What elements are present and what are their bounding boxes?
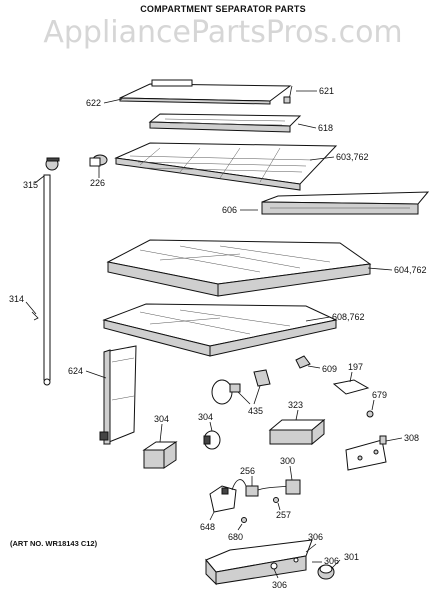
callout-323: 323 (288, 400, 303, 410)
part-304-knob (203, 421, 221, 450)
callout-648: 648 (200, 522, 215, 532)
callout-257: 257 (276, 510, 291, 520)
part-603-shelf (114, 142, 338, 191)
part-608-pan (102, 303, 338, 357)
callout-314: 314 (9, 294, 24, 304)
callout-306-top: 306 (308, 532, 323, 542)
part-323-housing (268, 409, 326, 446)
part-618-channel (148, 113, 317, 133)
part-680-screw (237, 517, 247, 531)
callout-622: 622 (86, 98, 101, 108)
part-315-rod (34, 157, 60, 386)
part-621-clip (283, 85, 317, 104)
part-300-connector (285, 465, 301, 495)
part-622-cover (103, 79, 292, 105)
part-648-control (209, 479, 247, 521)
callout-304-left: 304 (154, 414, 169, 424)
callout-435: 435 (248, 406, 263, 416)
part-679-screw (366, 399, 375, 418)
callout-304-right: 304 (198, 412, 213, 422)
callout-306-bottom: 306 (272, 580, 287, 590)
part-197-shield (332, 371, 370, 395)
callout-197: 197 (348, 362, 363, 372)
callout-618: 618 (318, 123, 333, 133)
part-606-trim (240, 191, 430, 215)
callout-624: 624 (68, 366, 83, 376)
callout-679: 679 (372, 390, 387, 400)
callout-609: 609 (322, 364, 337, 374)
callout-301: 301 (344, 552, 359, 562)
part-609-clip (295, 355, 321, 369)
part-304-block (142, 423, 178, 469)
callout-680: 680 (228, 532, 243, 542)
part-306-housing (205, 539, 322, 586)
callout-256: 256 (240, 466, 255, 476)
callout-621: 621 (319, 86, 334, 96)
watermark: AppliancePartsPros.com (43, 15, 402, 50)
part-314-pin (25, 301, 39, 321)
part-435-bulb (211, 369, 271, 405)
callout-606: 606 (222, 205, 237, 215)
part-308-bracket (345, 435, 403, 471)
callout-300: 300 (280, 456, 295, 466)
part-604-pan (106, 239, 393, 297)
art-number: (ART NO. WR18143 C12) (10, 539, 98, 548)
callout-603-762: 603,762 (336, 152, 369, 162)
callout-608-762: 608,762 (332, 312, 365, 322)
callout-306-right: 306 (324, 556, 339, 566)
part-624-duct (85, 345, 137, 445)
callout-226: 226 (90, 178, 105, 188)
part-257-screw (273, 497, 281, 511)
part-301-knob (317, 559, 341, 580)
part-226-knob (89, 154, 108, 178)
diagram-title: COMPARTMENT SEPARATOR PARTS (140, 4, 306, 14)
callout-315: 315 (23, 180, 38, 190)
callout-308: 308 (404, 433, 419, 443)
part-256-switch (245, 476, 289, 497)
callout-604-762: 604,762 (394, 265, 427, 275)
